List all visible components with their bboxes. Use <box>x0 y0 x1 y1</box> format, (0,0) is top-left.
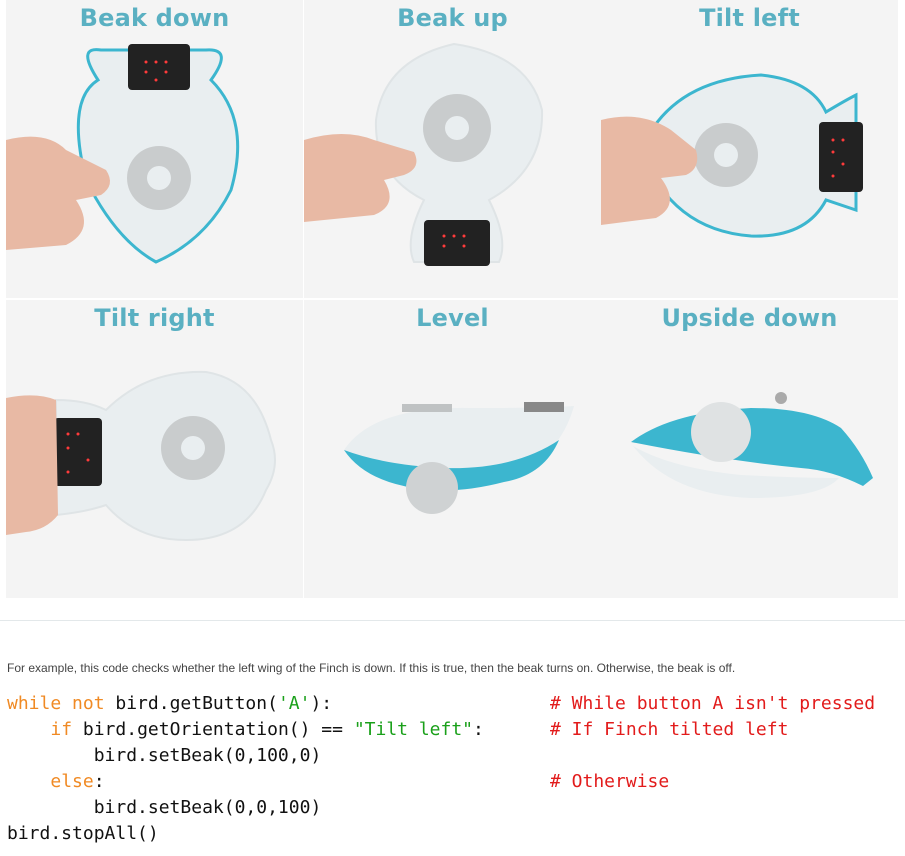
panel-upside-down: Upside down <box>601 300 898 598</box>
code-string: 'A' <box>277 693 311 714</box>
code-line-1: while not bird.getButton('A'): # While bu… <box>7 693 875 718</box>
panel-label: Beak up <box>397 4 508 32</box>
code-line-2: if bird.getOrientation() == "Tilt left":… <box>7 719 788 744</box>
panel-tilt-right: Tilt right <box>6 300 303 598</box>
finch-tilt-right-image <box>6 370 276 542</box>
code-text: ): <box>310 693 333 714</box>
panel-label: Level <box>416 304 489 332</box>
panel-label: Beak down <box>79 4 230 32</box>
code-text: : <box>93 771 105 792</box>
finch-level-image <box>344 402 574 514</box>
code-text: bird.setBeak(0,0,100) <box>93 797 322 818</box>
finch-upside-down-image <box>631 392 873 498</box>
orientation-photo-grid: Beak down Beak up <box>6 0 899 598</box>
code-text: bird.stopAll() <box>7 823 159 844</box>
code-line-6: bird.stopAll() <box>7 823 159 848</box>
code-text: bird.getButton( <box>104 693 278 714</box>
panel-beak-down: Beak down <box>6 0 303 298</box>
code-keyword: else <box>50 771 94 792</box>
code-comment: # If Finch tilted left <box>550 719 789 740</box>
code-comment: # Otherwise <box>550 771 670 792</box>
description-text: For example, this code checks whether th… <box>7 661 736 675</box>
panel-beak-up: Beak up <box>304 0 601 298</box>
panel-label: Tilt left <box>699 4 800 32</box>
panel-label: Upside down <box>661 304 838 332</box>
code-text: bird.getOrientation() == <box>72 719 354 740</box>
code-comment: # While button A isn't pressed <box>550 693 876 714</box>
code-line-4: else: # Otherwise <box>7 771 669 796</box>
panel-level: Level <box>304 300 601 598</box>
finch-beak-down-image <box>6 44 240 264</box>
code-line-5: bird.setBeak(0,0,100) <box>7 797 322 822</box>
code-string: "Tilt left" <box>353 719 474 740</box>
finch-tilt-left-image <box>601 73 863 238</box>
code-text: bird.setBeak(0,100,0) <box>93 745 322 766</box>
code-keyword: if <box>50 719 73 740</box>
panel-tilt-left: Tilt left <box>601 0 898 298</box>
section-divider <box>0 620 905 621</box>
code-line-3: bird.setBeak(0,100,0) <box>7 745 322 770</box>
code-text: : <box>473 719 484 740</box>
code-keyword: while not <box>7 693 105 714</box>
panel-label: Tilt right <box>94 304 215 332</box>
finch-beak-up-image <box>304 42 544 266</box>
